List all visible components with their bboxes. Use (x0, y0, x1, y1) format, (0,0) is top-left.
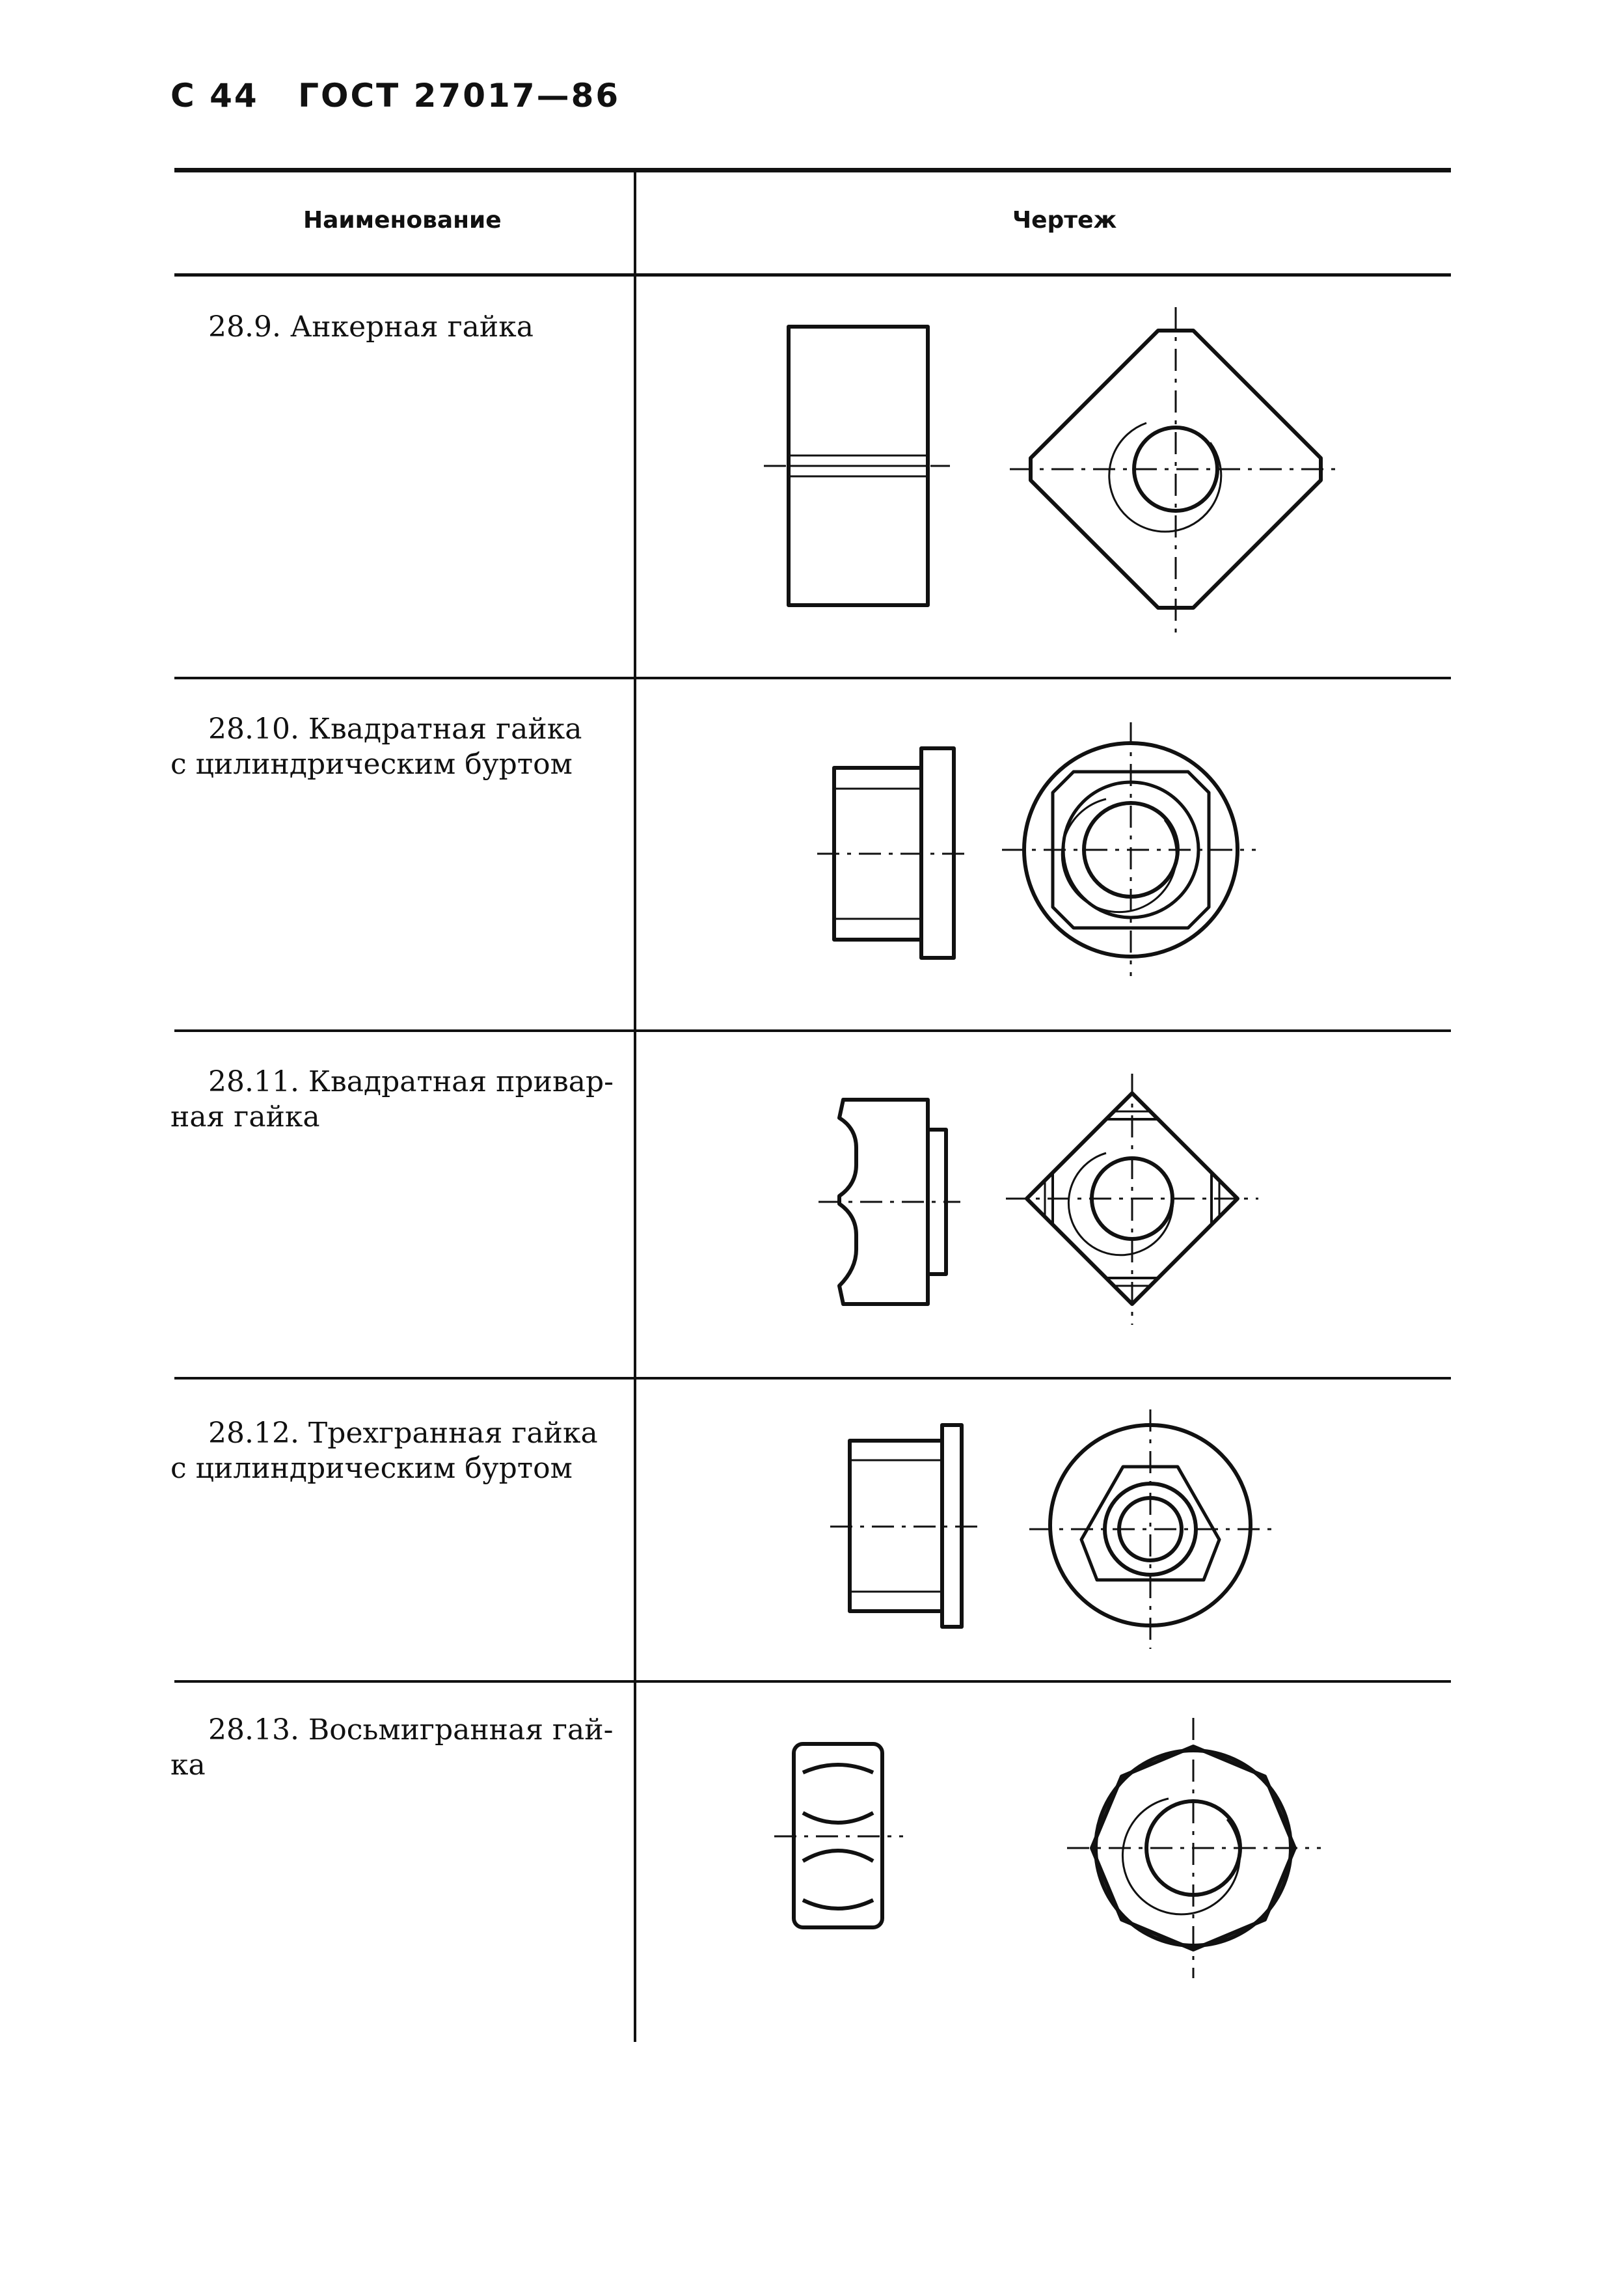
item-title-28-13: 28.13. Восьмигранная гай- ка (170, 1713, 626, 1783)
drawing-28-9-top-view (1010, 307, 1342, 632)
item-title-28-11: 28.11. Квадратная привар- ная гайка (170, 1065, 626, 1135)
item-title-line: с цилиндрическим буртом (170, 748, 573, 781)
item-title-line: ка (170, 1748, 206, 1782)
item-title-line: 28.9. Анкерная гайка (208, 310, 534, 344)
row-separator (174, 677, 1451, 679)
drawing-28-9-side-view (764, 325, 950, 607)
column-header-name: Наименование (303, 207, 502, 234)
column-divider (634, 168, 636, 2042)
item-title-28-12: 28.12. Трехгранная гайка с цилиндрически… (170, 1416, 626, 1486)
table-top-rule (174, 168, 1451, 172)
row-separator (174, 1680, 1451, 1683)
page-number: С 44 (170, 77, 259, 115)
item-title-line: 28.11. Квадратная привар- (208, 1065, 614, 1098)
row-separator (174, 1029, 1451, 1032)
drawing-28-13-side-view (774, 1742, 903, 1929)
drawing-28-13-top-view (1067, 1718, 1321, 1978)
item-title-line: ная гайка (170, 1100, 320, 1134)
item-title-28-9: 28.9. Анкерная гайка (170, 310, 626, 345)
item-title-line: с цилиндрическим буртом (170, 1452, 573, 1485)
page-header: С 44 ГОСТ 27017—86 (170, 77, 646, 115)
item-title-line: 28.12. Трехгранная гайка (208, 1417, 598, 1450)
drawing-28-10-side-view (817, 746, 972, 960)
item-title-line: 28.13. Восьмигранная гай- (208, 1713, 614, 1747)
table-header-rule (174, 273, 1451, 277)
drawing-28-11-side-view (819, 1098, 960, 1306)
drawing-28-12-side-view (830, 1423, 977, 1629)
column-header-drawing: Чертеж (1012, 207, 1117, 234)
drawing-28-11-top-view (1006, 1074, 1258, 1325)
standard-designation: ГОСТ 27017—86 (298, 77, 621, 115)
drawing-28-10-top-view (1002, 722, 1256, 976)
row-separator (174, 1377, 1451, 1380)
drawing-28-12-top-view (1029, 1409, 1271, 1649)
item-title-28-10: 28.10. Квадратная гайка с цилиндрическим… (170, 712, 626, 782)
item-title-line: 28.10. Квадратная гайка (208, 713, 582, 746)
